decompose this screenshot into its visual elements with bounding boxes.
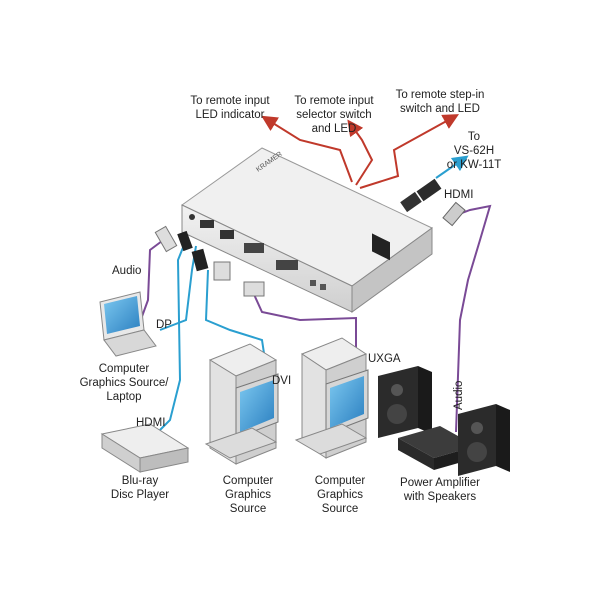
audio-right-label: Audio xyxy=(453,381,465,410)
remote-stepin-label-1: To remote step-in xyxy=(396,89,485,101)
vs-label-2: VS-62H xyxy=(454,145,494,157)
computer-2 xyxy=(294,337,369,459)
pc2-label-3: Source xyxy=(322,503,358,515)
laptop-label-3: Laptop xyxy=(106,391,141,403)
audio-cables xyxy=(139,204,492,433)
amplifier-speakers xyxy=(378,366,510,476)
remote-led-label-1: To remote input xyxy=(190,95,270,107)
dp-label: DP xyxy=(156,319,172,331)
hdmi-plug-top xyxy=(400,155,469,213)
vs-label-3: or KW-11T xyxy=(447,159,502,171)
pc2-label-2: Graphics xyxy=(317,489,363,501)
computer-1 xyxy=(204,343,279,465)
switcher-device: KRAMER xyxy=(181,147,433,313)
hdmi-top-label: HDMI xyxy=(444,189,473,201)
amp-label-1: Power Amplifier xyxy=(400,477,480,489)
remote-selector-label-1: To remote input xyxy=(294,95,374,107)
audio-left-label: Audio xyxy=(112,265,141,277)
remote-led-label-2: LED indicator xyxy=(195,109,264,121)
bluray-label-1: Blu-ray xyxy=(122,475,159,487)
vs-label-1: To xyxy=(468,131,480,143)
laptop-label-2: Graphics Source/ xyxy=(80,377,170,389)
remote-stepin-label-2: switch and LED xyxy=(400,103,480,115)
cable-plugs xyxy=(154,201,466,297)
labels: To remote input LED indicator To remote … xyxy=(80,89,502,515)
pc1-label-2: Graphics xyxy=(225,489,271,501)
bluray-label-2: Disc Player xyxy=(111,489,169,501)
kramer-logo-icon xyxy=(372,233,390,261)
pc1-label-1: Computer xyxy=(223,475,274,487)
pc1-label-3: Source xyxy=(230,503,266,515)
hdmi-left-label: HDMI xyxy=(136,417,165,429)
remote-cables xyxy=(261,114,460,189)
remote-selector-label-3: and LED xyxy=(312,123,357,135)
uxga-label: UXGA xyxy=(368,353,401,365)
remote-selector-label-2: selector switch xyxy=(296,109,371,121)
laptop xyxy=(99,291,157,357)
amp-label-2: with Speakers xyxy=(403,491,476,503)
bluray-player xyxy=(100,423,190,473)
pc2-label-1: Computer xyxy=(315,475,366,487)
laptop-label-1: Computer xyxy=(99,363,150,375)
dvi-label: DVI xyxy=(272,375,291,387)
